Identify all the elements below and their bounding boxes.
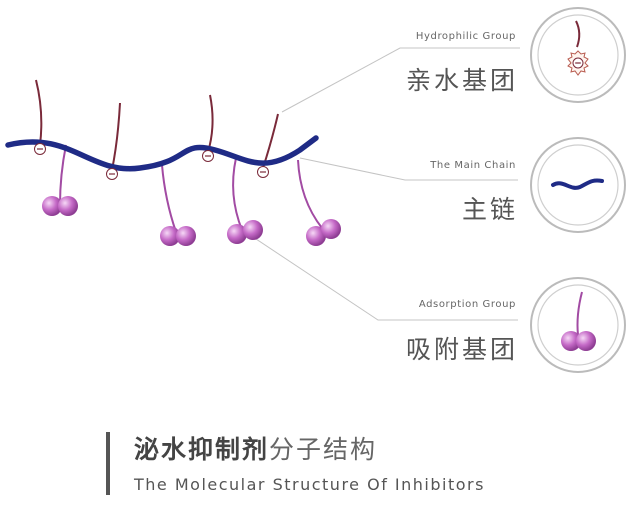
main-chain xyxy=(5,135,319,172)
adsorption-icon-circle xyxy=(530,277,626,373)
connector-hydrophilic xyxy=(281,47,520,113)
main-chain-icon-circle xyxy=(530,137,626,233)
hydrophilic-label-cn: 亲水基团 xyxy=(405,66,518,95)
connector-lines xyxy=(249,47,520,321)
caption-title-en: The Molecular Structure Of Inhibitors xyxy=(134,475,485,494)
caption-accent-bar xyxy=(106,432,110,495)
main-chain-label-cn: 主链 xyxy=(461,195,518,224)
hydrophilic-icon-circle xyxy=(530,7,626,103)
hydrophilic-label-en: Hydrophilic Group xyxy=(415,31,516,42)
wave-chain-icon xyxy=(551,178,604,190)
cherry-ball-icon xyxy=(561,291,596,351)
connector-main-chain xyxy=(299,157,518,181)
adsorption-label-en: Adsorption Group xyxy=(418,299,516,310)
adsorption-balls xyxy=(42,196,341,246)
adsorption-label-cn: 吸附基团 xyxy=(405,335,518,364)
connector-adsorption xyxy=(249,234,518,321)
main-chain-label-en: The Main Chain xyxy=(430,160,516,171)
caption-title-cn: 泌水抑制剂分子结构 xyxy=(134,430,377,466)
hydrophilic-heads xyxy=(34,143,269,180)
negative-charge-icon xyxy=(567,20,589,76)
caption-title-bold: 泌水抑制剂 xyxy=(134,435,270,464)
caption-title-light: 分子结构 xyxy=(269,435,378,464)
